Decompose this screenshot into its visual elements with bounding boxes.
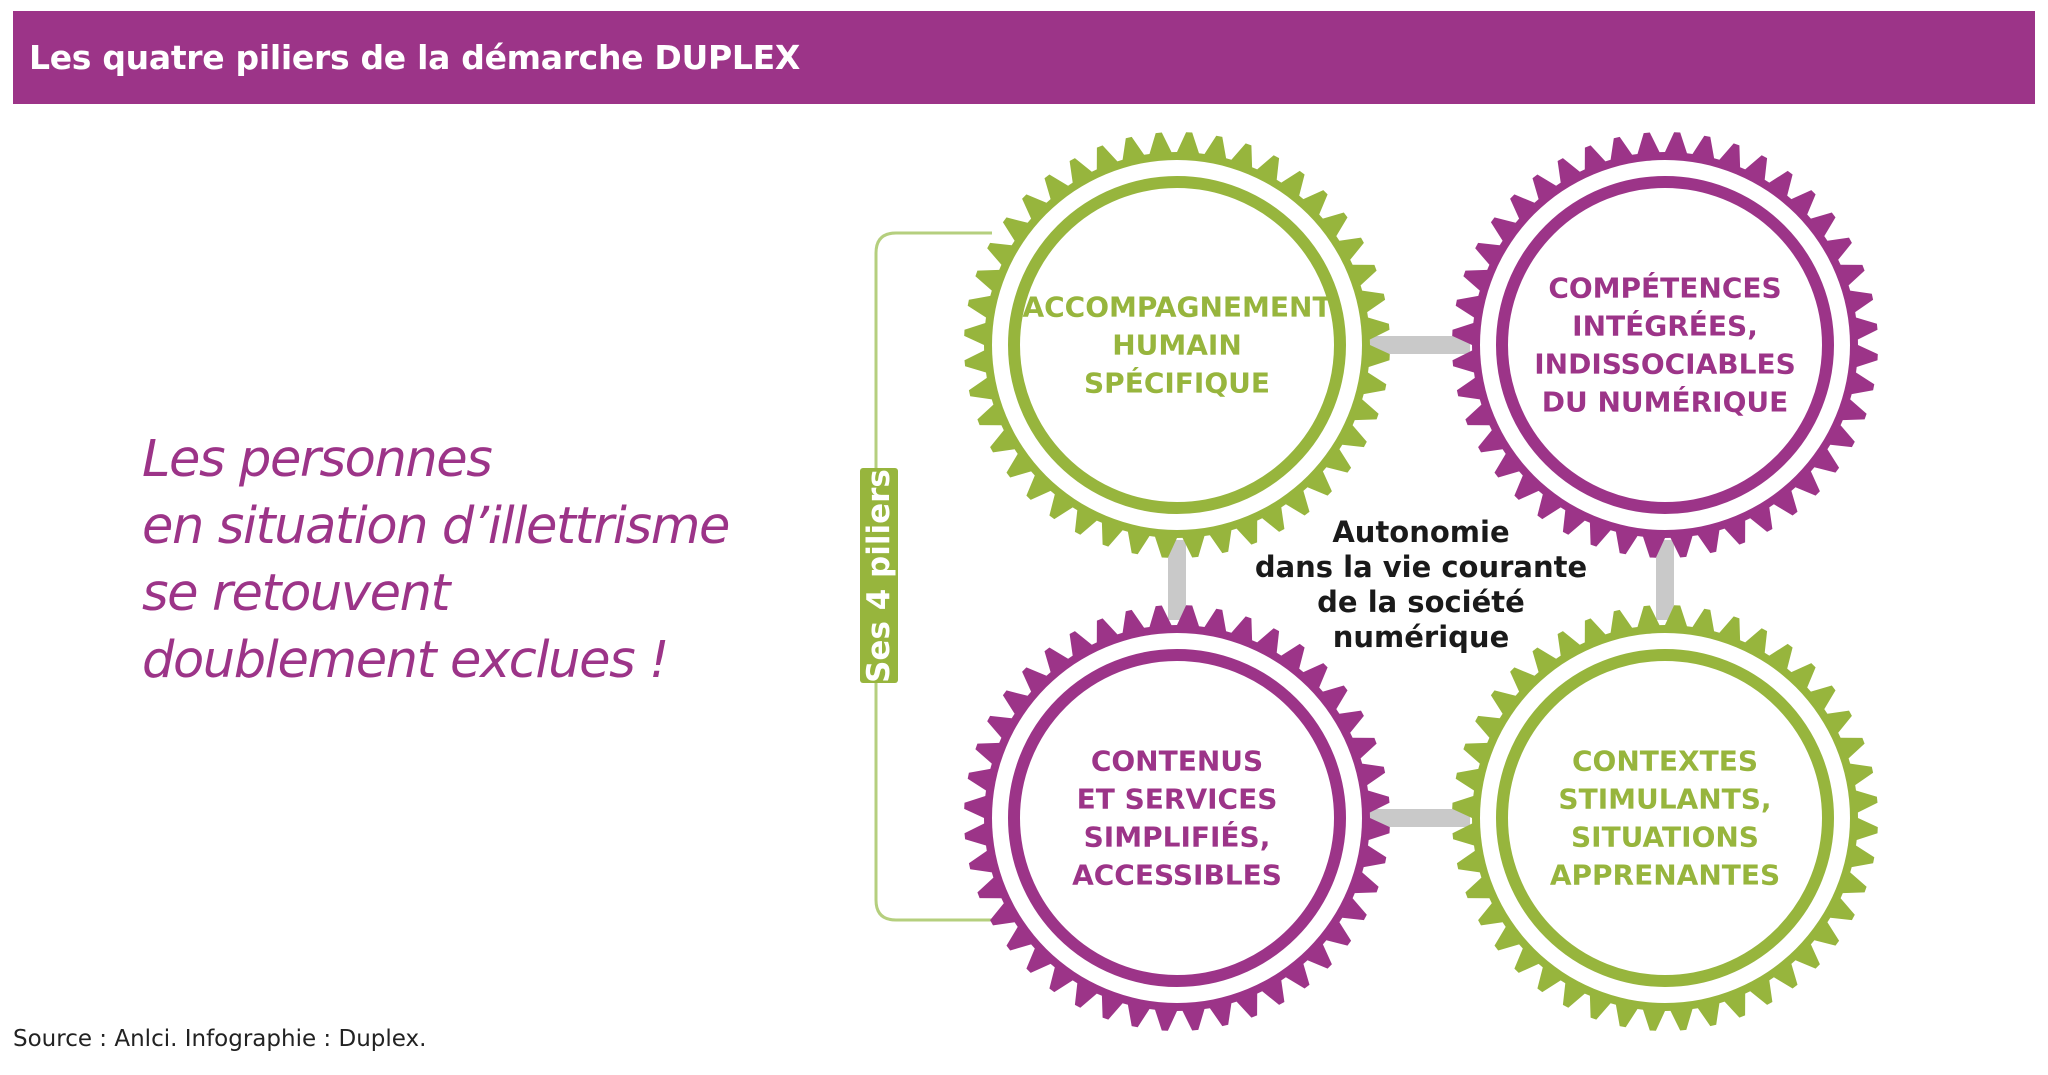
header-bar: Les quatre piliers de la démarche DUPLEX	[13, 11, 2035, 104]
gear-face	[1008, 176, 1346, 514]
intro-line: en situation d’illettrisme	[142, 497, 730, 556]
pillar-label-line: ACCOMPAGNEMENT	[1022, 291, 1331, 324]
pillar-label-line: SPÉCIFIQUE	[1084, 366, 1270, 400]
gear-face	[1496, 176, 1834, 514]
pillar-label-line: APPRENANTES	[1550, 859, 1780, 892]
bracket-label: Ses 4 piliers	[861, 469, 897, 683]
pillar-label-line: STIMULANTS,	[1558, 783, 1771, 816]
pillar-label-line: SIMPLIFIÉS,	[1084, 820, 1271, 854]
page-title: Les quatre piliers de la démarche DUPLEX	[29, 38, 800, 77]
center-line: numérique	[1333, 620, 1510, 654]
gears: ACCOMPAGNEMENT HUMAIN SPÉCIFIQUE COMPÉTENCE…	[964, 132, 1878, 1031]
pillar-contextes: CONTEXTES STIMULANTS, SITUATIONS APPRENANTE…	[1452, 605, 1878, 1031]
pillar-label-line: SITUATIONS	[1571, 821, 1759, 854]
bracket-label-box	[860, 468, 898, 683]
pillar-label-line: CONTEXTES	[1572, 745, 1758, 778]
pillar-label-line: DU NUMÉRIQUE	[1542, 385, 1789, 419]
source-credit: Source : Anlci. Infographie : Duplex.	[13, 1026, 427, 1052]
center-text: Autonomie dans la vie courante de la soc…	[1255, 515, 1587, 654]
pillar-label-line: CONTENUS	[1091, 745, 1263, 778]
pillar-label-line: HUMAIN	[1112, 329, 1242, 362]
pillar-label-line: INTÉGRÉES,	[1572, 309, 1758, 343]
pillar-label-line: ET SERVICES	[1077, 783, 1278, 816]
pillar-label-line: COMPÉTENCES	[1548, 271, 1781, 305]
gear-face	[1008, 649, 1346, 987]
pillar-accompagnement: ACCOMPAGNEMENT HUMAIN SPÉCIFIQUE	[964, 132, 1390, 558]
gear-face	[1496, 649, 1834, 987]
pillar-label-line: INDISSOCIABLES	[1534, 348, 1796, 381]
intro-line: doublement exclues !	[142, 631, 670, 690]
connectors	[1168, 336, 1674, 827]
pillar-contenus: CONTENUS ET SERVICES SIMPLIFIÉS, ACCESSIBLE…	[964, 605, 1390, 1031]
center-line: Autonomie	[1332, 515, 1509, 549]
pillar-label-line: ACCESSIBLES	[1072, 859, 1282, 892]
intro-line: se retouvent	[142, 564, 451, 623]
center-line: dans la vie courante	[1255, 550, 1587, 584]
intro-line: Les personnes	[142, 430, 493, 489]
center-line: de la société	[1317, 585, 1525, 619]
intro-statement: Les personnes en situation d’illettrisme…	[142, 426, 792, 694]
pillar-competences: COMPÉTENCES INTÉGRÉES, INDISSOCIABLES DU NU…	[1452, 132, 1878, 558]
